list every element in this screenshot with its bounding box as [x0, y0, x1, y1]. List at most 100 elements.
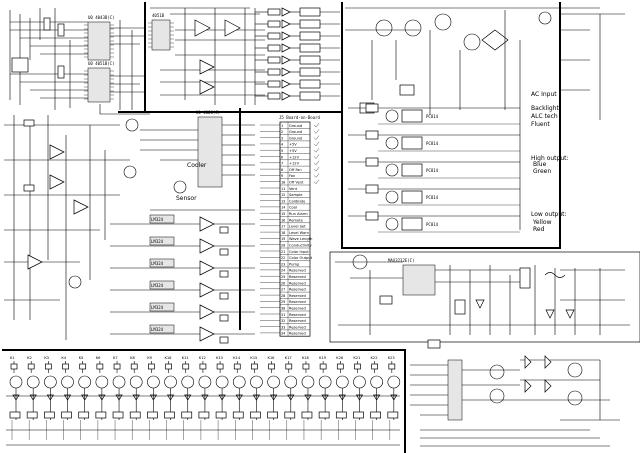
svg-text:4: 4 [281, 143, 283, 147]
connector-title: J5 Board-on-Board [279, 115, 321, 120]
opamp-label-box [149, 280, 175, 290]
svg-text:21: 21 [281, 250, 285, 254]
connector-pin-label: Vent [289, 187, 298, 191]
sensor-transistor [173, 180, 187, 194]
label-backlight: Backlight [531, 105, 560, 112]
svg-text:10: 10 [281, 181, 285, 185]
ic-4066-body [197, 116, 223, 188]
ic-4043-body [87, 21, 111, 61]
opto-label: PC814 [426, 168, 439, 173]
opto-label: PC814 [426, 195, 439, 200]
svg-text:34: 34 [281, 332, 285, 336]
relay-label: K2 [27, 355, 32, 360]
connector-pin-label: Color Output [289, 256, 313, 260]
label-sensor: Sensor [176, 195, 197, 202]
svg-text:20: 20 [281, 244, 285, 248]
relay-label: K21 [353, 355, 361, 360]
relay-label: K23 [388, 355, 395, 360]
connector-pin-label: Reserved [289, 313, 306, 317]
label-blue: Blue [533, 161, 547, 168]
relay-label: K8 [130, 355, 135, 360]
opamp-label-box [149, 236, 175, 246]
svg-text:11: 11 [281, 187, 285, 191]
connector-pin-label: Conductivity [289, 244, 312, 248]
top-middle-amplifiers [150, 7, 265, 105]
svg-text:24: 24 [281, 269, 285, 273]
svg-text:18: 18 [281, 231, 285, 235]
connector-pin-label: Reserved [289, 325, 306, 329]
connector-pin-label: Ground [289, 136, 302, 140]
center-wires [140, 124, 255, 211]
label-low-output: Low output: [531, 211, 567, 218]
relay-label: K17 [285, 355, 292, 360]
relay-label: K14 [233, 355, 241, 360]
connector-pin-label: Cool [289, 206, 297, 210]
ic-4043-label: U0 4043B(C) [88, 15, 115, 20]
connector-pin-label: Reserved [289, 294, 306, 298]
svg-text:27: 27 [281, 288, 285, 292]
opamp-label: LM324 [151, 283, 164, 288]
relay-label: K15 [250, 355, 257, 360]
connector-pin-label: Level Warn [289, 231, 309, 235]
connector-pin-label: Reserved [289, 281, 306, 285]
opamp-label-box [149, 258, 175, 268]
connector-pin-label: Reserved [289, 269, 306, 273]
relay-label: K1 [10, 355, 15, 360]
svg-text:31: 31 [281, 313, 285, 317]
relay-label: K20 [336, 355, 344, 360]
connector-pin-label: +12V [289, 155, 300, 159]
relay-label: K7 [113, 355, 118, 360]
relay-label: K6 [96, 355, 101, 360]
connector-pin-label: Reserved [289, 332, 306, 336]
label-red: Red [533, 226, 545, 233]
ic-4051b-body [151, 19, 171, 51]
opamp-label: LM324 [151, 327, 164, 332]
connector-pin-label: +12V [289, 162, 300, 166]
connector-pin-label: Off Fan [289, 168, 302, 172]
svg-text:23: 23 [281, 262, 285, 266]
left-top-network [9, 8, 150, 115]
ic-4066-label: U0 4066(C) [196, 110, 220, 115]
opto-label: PC814 [426, 141, 439, 146]
connector-pin-label: Reserved [289, 300, 306, 304]
label-green: Green [533, 168, 551, 175]
svg-text:26: 26 [281, 281, 285, 285]
opamp-label-box [149, 214, 175, 224]
ic-4051b-label: 4051B [152, 13, 165, 18]
label-yellow: Yellow [532, 219, 552, 226]
label-ac-input: AC Input [531, 91, 557, 98]
relay-label: K19 [319, 355, 327, 360]
svg-text:30: 30 [281, 307, 285, 311]
svg-text:16: 16 [281, 218, 285, 222]
ic-4051-body [87, 67, 111, 103]
connector-pin-label: +5V [289, 149, 297, 153]
opamp-label-box [149, 324, 175, 334]
connector-pin-label: Reserved [289, 288, 306, 292]
relay-label: K10 [165, 355, 173, 360]
section-border-bottom [2, 349, 406, 453]
svg-text:9: 9 [281, 174, 283, 178]
opamp-label-box [149, 302, 175, 312]
relay-label: K9 [147, 355, 152, 360]
relay-label: K4 [62, 355, 67, 360]
connector-pin-label: Off Vent [289, 181, 304, 185]
relay-label: K12 [199, 355, 206, 360]
ic-max3232-label: MAX3232E(C) [388, 258, 415, 263]
connector-pin-label: Calibrate [289, 199, 306, 203]
svg-text:22: 22 [281, 256, 285, 260]
svg-text:14: 14 [281, 206, 285, 210]
power-supply-parts [335, 254, 630, 335]
svg-text:28: 28 [281, 294, 285, 298]
connector-pin-label: Remote [289, 218, 304, 222]
label-fluent: Fluent [531, 121, 550, 128]
top-output-array [255, 7, 340, 101]
svg-text:6: 6 [281, 155, 283, 159]
connector-pin-label: Fan [289, 174, 295, 178]
label-high-output: High output: [531, 155, 569, 162]
opto-label: PC814 [426, 114, 439, 119]
opto-label: PC814 [426, 222, 439, 227]
